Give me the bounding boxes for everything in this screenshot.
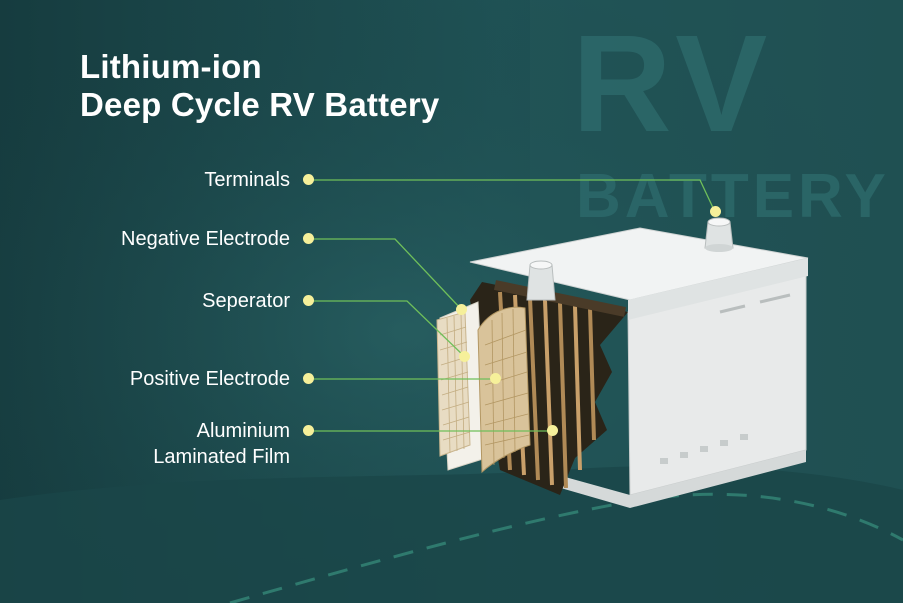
vent-slot xyxy=(759,293,791,304)
label-positive-electrode: Positive Electrode xyxy=(129,368,290,390)
floor-shadow xyxy=(0,466,903,603)
title-line-2: Deep Cycle RV Battery xyxy=(80,86,440,123)
base-feet xyxy=(660,434,748,464)
label-line-2: Laminated Film xyxy=(153,446,290,468)
negative-electrode-plate xyxy=(436,311,471,457)
marker-dot-negative-electrode-end xyxy=(456,304,467,315)
marker-dot-terminals-start xyxy=(303,174,314,185)
label-line-1: Aluminium xyxy=(196,420,290,442)
title-line-1: Lithium-ion xyxy=(80,48,262,85)
marker-dot-aluminium-start xyxy=(303,425,314,436)
marker-dot-seperator-end xyxy=(459,351,470,362)
terminal-post-left xyxy=(526,260,556,301)
label-seperator: Seperator xyxy=(202,290,290,312)
watermark-rv: RV xyxy=(572,7,774,161)
label-terminals: Terminals xyxy=(204,169,290,191)
label-negative-electrode: Negative Electrode xyxy=(121,228,290,250)
marker-dot-positive-electrode-end xyxy=(490,373,501,384)
page-title: Lithium-ion Deep Cycle RV Battery xyxy=(80,48,439,124)
marker-dot-positive-electrode-start xyxy=(303,373,314,384)
battery-base xyxy=(540,450,806,508)
marker-dot-aluminium-end xyxy=(547,425,558,436)
label-aluminium-laminated-film: Aluminium Laminated Film xyxy=(40,418,290,470)
vent-slot xyxy=(719,304,746,314)
terminal-post-right xyxy=(704,217,734,252)
marker-dot-negative-electrode-start xyxy=(303,233,314,244)
marker-dot-terminals-end xyxy=(710,206,721,217)
marker-dot-seperator-start xyxy=(303,295,314,306)
battery-lid-lip xyxy=(628,258,808,320)
